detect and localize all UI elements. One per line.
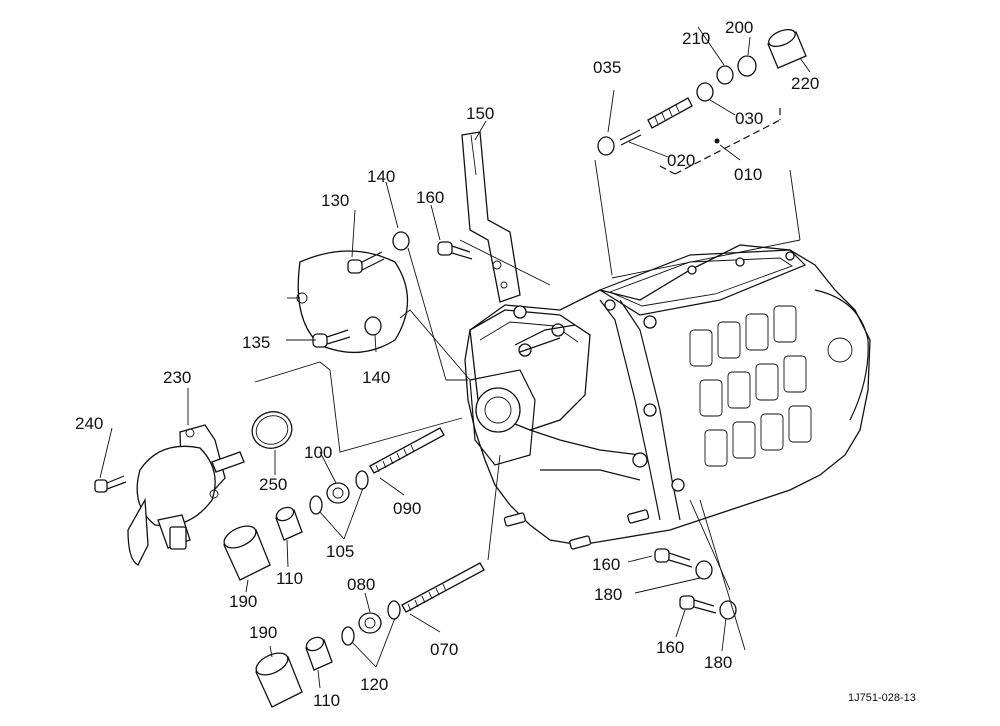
o-ring-250 — [251, 411, 293, 449]
washer-120-b — [341, 626, 355, 646]
label-190-lower: 190 — [249, 623, 277, 642]
part-labels: 010 020 030 035 070 080 090 100 105 110 … — [75, 18, 819, 710]
label-220: 220 — [791, 74, 819, 93]
leader-lines — [99, 26, 811, 689]
washer-140-a — [392, 231, 410, 251]
label-150: 150 — [466, 104, 494, 123]
washer-180-b — [719, 600, 737, 620]
drawing-code: 1J751-028-13 — [848, 692, 916, 704]
label-120: 120 — [360, 675, 388, 694]
bolt-160-low — [679, 595, 717, 614]
washer-120-a — [387, 600, 401, 620]
washer-180-a — [695, 560, 713, 580]
label-250: 250 — [259, 475, 287, 494]
label-100: 100 — [304, 443, 332, 462]
cap-190-b — [255, 652, 303, 708]
bolt-135 — [312, 329, 351, 348]
plate-150 — [461, 131, 521, 303]
label-070: 070 — [430, 640, 458, 659]
label-160-top: 160 — [416, 188, 444, 207]
label-160-low: 160 — [656, 638, 684, 657]
label-190-upper: 190 — [229, 592, 257, 611]
cap-190-a — [223, 525, 271, 581]
label-110-upper: 110 — [276, 569, 303, 588]
cover-230 — [287, 250, 409, 354]
nut-080 — [358, 612, 382, 634]
label-140-lower: 140 — [362, 368, 390, 387]
label-105: 105 — [326, 542, 354, 561]
solenoid-230 — [127, 424, 245, 566]
sleeve-110-b — [305, 636, 333, 671]
washer-140-b — [364, 316, 382, 336]
label-080: 080 — [347, 575, 375, 594]
assembly-bracket-010 — [659, 108, 781, 175]
bolt-130 — [347, 251, 385, 274]
label-230: 230 — [163, 368, 191, 387]
rod-070 — [401, 562, 485, 613]
label-090: 090 — [393, 499, 421, 518]
adjuster-assembly — [597, 29, 807, 156]
label-010: 010 — [734, 165, 762, 184]
label-180-low: 180 — [704, 653, 732, 672]
label-180-mid: 180 — [594, 585, 622, 604]
label-020: 020 — [667, 151, 695, 170]
housing — [464, 244, 871, 550]
label-160-mid: 160 — [592, 555, 620, 574]
bolt-240 — [94, 475, 127, 493]
washer-105-a — [355, 470, 369, 490]
sleeve-110-a — [275, 506, 303, 541]
label-210: 210 — [682, 29, 710, 48]
rod-090 — [369, 427, 445, 474]
bolt-160-top — [437, 241, 473, 260]
washer-105-b — [309, 495, 323, 515]
label-135: 135 — [242, 333, 270, 352]
label-030: 030 — [735, 109, 763, 128]
label-035: 035 — [593, 58, 621, 77]
bolt-160-mid — [654, 548, 693, 568]
label-140-upper: 140 — [367, 167, 395, 186]
nut-100 — [326, 482, 350, 504]
label-130: 130 — [321, 191, 349, 210]
label-200: 200 — [725, 18, 753, 37]
label-240: 240 — [75, 414, 103, 433]
label-110-lower: 110 — [313, 691, 340, 710]
